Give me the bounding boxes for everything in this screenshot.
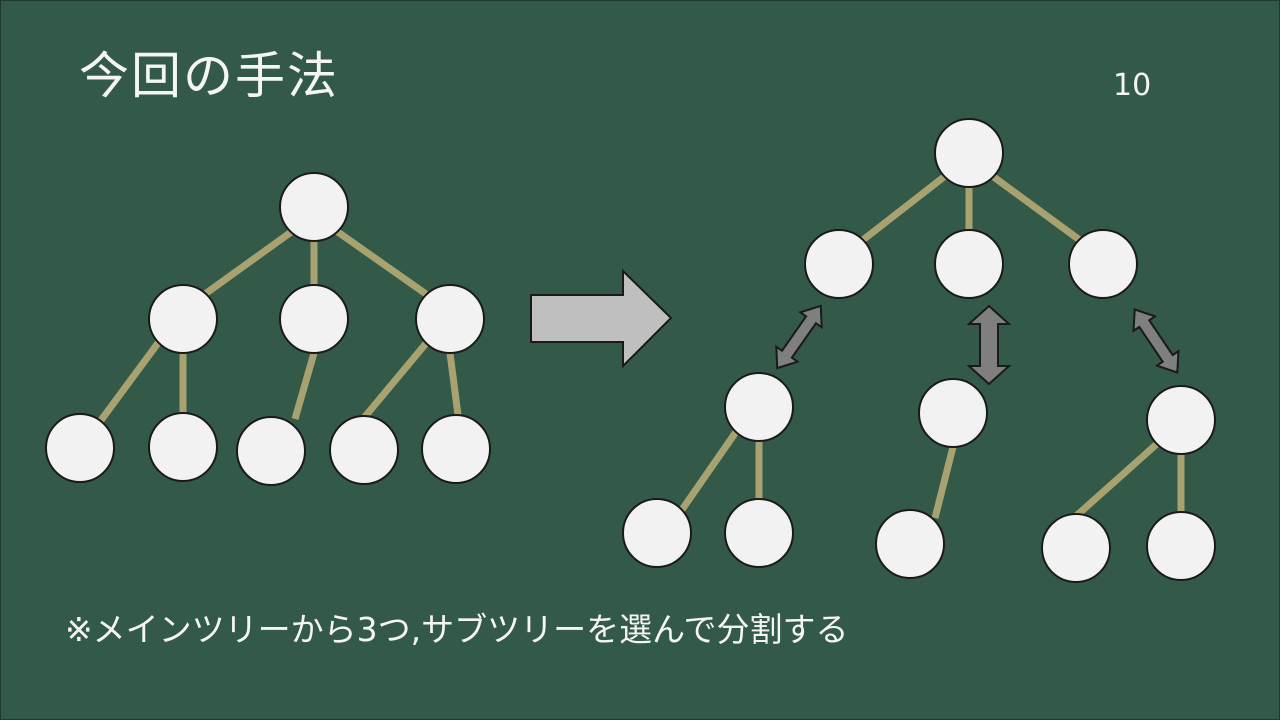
swap-arrow-middle [966,304,1012,386]
subtree-b [875,378,988,579]
swap-arrow-left [775,304,823,370]
edge-c-c1 [360,338,431,422]
edge-b-b1 [291,352,318,420]
swap-arrows [775,304,1180,386]
tree-node-c2 [421,414,491,484]
subtree-a [622,372,794,568]
main-node-b [934,229,1004,299]
tree-node-b1 [236,416,306,486]
tree-node-c1 [329,415,399,485]
main-node-c [1068,229,1138,299]
subtree-node-c1 [1041,513,1111,583]
tree-node-a2 [148,412,218,482]
tree-node-a [148,284,218,354]
edge-c-c2 [446,352,462,416]
original-tree [45,172,491,486]
subtree-c [1041,385,1216,583]
edge-root-c [332,227,429,297]
subtree-node-c [1146,385,1216,455]
edge-a-a1 [96,336,164,426]
edge-b-b1 [931,446,957,519]
tree-node-b [279,284,349,354]
page-number: 10 [1113,68,1152,103]
edge-a-a1 [676,427,741,516]
tree-node-a1 [45,413,115,483]
subtree-node-a [724,372,794,442]
subtree-node-b [918,378,988,448]
tree-node-c [415,284,485,354]
subtree-node-b1 [875,509,945,579]
tree-node-root [279,172,349,242]
transform-arrow [530,268,673,369]
swap-arrow-right [1132,308,1180,374]
edge-root-c [988,172,1084,244]
method-note: ※メインツリーから3つ,サブツリーを選んで分割する [65,610,849,649]
edge-root-a [856,170,952,246]
slide-title: 今回の手法 [79,47,339,105]
main-tree [804,118,1138,299]
edge-c-c1 [1072,439,1162,520]
edge-root-a [202,227,297,297]
subtree-node-a1 [622,498,692,568]
main-node-root [934,118,1004,188]
subtree-node-a2 [724,498,794,568]
subtree-node-c2 [1146,511,1216,581]
main-node-a [804,229,874,299]
